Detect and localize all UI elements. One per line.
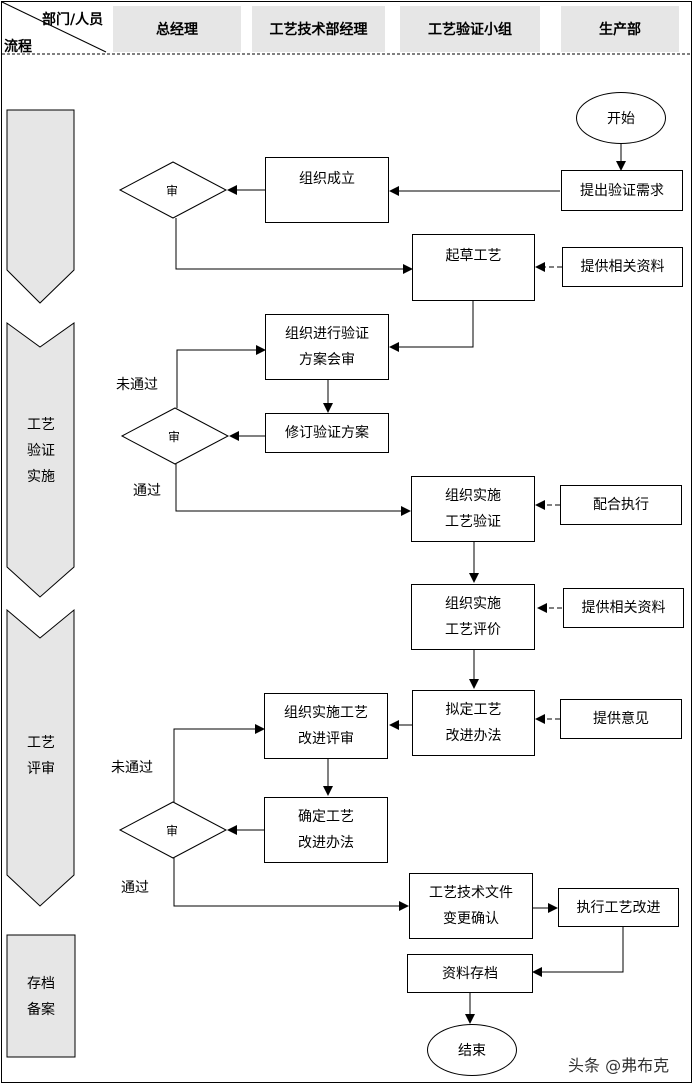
- pass-label-1: 通过: [133, 483, 161, 499]
- arrow-draft-meeting: [389, 301, 474, 352]
- stage-3-shape: [6, 608, 75, 907]
- review-diamond-1: [118, 161, 228, 219]
- header-col-general-manager: 总经理: [113, 6, 241, 52]
- request-node: 提出验证需求: [561, 170, 683, 211]
- review-diamond-2: [120, 407, 230, 465]
- draft-node: 起草工艺: [412, 234, 535, 301]
- stage-4-label: 存档 备案: [27, 976, 55, 1018]
- provide-data-node-2: 提供相关资料: [563, 588, 684, 628]
- header-corner-top: 部门/人员: [42, 12, 104, 28]
- arrow-review2-fail: [176, 345, 266, 408]
- review-diamond-1-label: 审: [166, 184, 179, 198]
- header-diagonal: [1, 1, 107, 53]
- evaluate-node: 组织实施工艺评价: [411, 584, 535, 650]
- review-diamond-2-label: 审: [168, 430, 181, 444]
- stage-1-shape: [6, 109, 75, 304]
- header-col-validation-group: 工艺验证小组: [400, 6, 540, 52]
- review-diamond-3: [118, 801, 228, 859]
- end-node: 结束: [427, 1024, 517, 1076]
- execute-improve-node: 执行工艺改进: [558, 888, 679, 927]
- watermark: 头条 @弗布克: [568, 1056, 670, 1075]
- arrow-review2-pass: [175, 464, 411, 516]
- start-node: 开始: [576, 92, 666, 144]
- arrow-review3-fail: [173, 724, 265, 802]
- archive-node: 资料存档: [407, 954, 533, 993]
- stage-2-label: 工艺 验证 实施: [27, 417, 55, 485]
- stage-4-shape: [6, 934, 76, 1058]
- meeting-node: 组织进行验证方案会审: [265, 314, 389, 380]
- fail-label-2: 未通过: [111, 760, 153, 776]
- arrow-review3-pass: [173, 858, 409, 911]
- revise-plan-node: 修订验证方案: [265, 413, 389, 453]
- arrow-review1-draft: [175, 218, 413, 274]
- arrow-execute-archive: [532, 927, 624, 977]
- form-group-node: 组织成立: [265, 157, 389, 223]
- implement-node: 组织实施工艺验证: [411, 476, 535, 542]
- opinion-node: 提供意见: [560, 699, 682, 739]
- confirm-improve-node: 确定工艺改进办法: [264, 797, 388, 863]
- stage-3-label: 工艺 评审: [27, 735, 55, 777]
- header-col-tech-manager: 工艺技术部经理: [252, 6, 385, 52]
- header-corner-bottom: 流程: [4, 39, 32, 55]
- doc-change-node: 工艺技术文件变更确认: [409, 873, 533, 939]
- plan-improve-node: 拟定工艺改进办法: [412, 690, 535, 756]
- review-diamond-3-label: 审: [166, 824, 179, 838]
- pass-label-2: 通过: [121, 880, 149, 896]
- header-col-production: 生产部: [561, 6, 679, 52]
- provide-data-node-1: 提供相关资料: [562, 247, 683, 287]
- stage-2-shape: [6, 322, 75, 598]
- improve-review-node: 组织实施工艺改进评审: [264, 693, 388, 759]
- cooperate-node: 配合执行: [560, 485, 682, 525]
- fail-label-1: 未通过: [116, 377, 158, 393]
